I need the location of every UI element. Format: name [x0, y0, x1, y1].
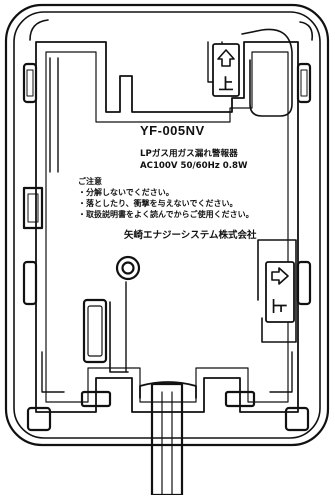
- housing-outer-outline: [4, 3, 330, 447]
- bottom-left-corner-block: [41, 351, 65, 393]
- cable-conductor-lines: [161, 391, 173, 496]
- top-left-notch: [29, 19, 49, 41]
- terminal-bracket: [109, 301, 129, 373]
- manufacturer-name: 矢崎エナジーシステム株式会社: [124, 229, 257, 241]
- housing-inner-outline: [13, 11, 321, 439]
- side-direction-label: 上: [270, 298, 288, 313]
- bottom-right-foot-2: [224, 390, 256, 408]
- side-direction-marker: 上: [265, 261, 295, 323]
- power-rating: AC100V 50/60Hz 0.8W: [140, 161, 248, 171]
- bottom-left-foot: [26, 406, 52, 432]
- right-lower-recess: [257, 239, 297, 343]
- cable-sheath: [150, 382, 184, 497]
- top-direction-label: 上: [218, 75, 233, 93]
- back-plate-outline: [35, 41, 299, 413]
- bottom-left-foot-2: [80, 390, 112, 408]
- top-right-notch: [299, 21, 314, 41]
- model-number: YF-005NV: [140, 123, 205, 138]
- product-label: YF-005NV LPガス用ガス漏れ警報器 AC100V 50/60Hz 0.8…: [78, 123, 257, 241]
- bottom-right-corner-block: [269, 351, 293, 393]
- cable-exit-housing: [139, 381, 197, 399]
- up-arrow-icon: [217, 49, 235, 67]
- right-upper-hook: [296, 62, 312, 104]
- left-lower-hook: [22, 260, 38, 306]
- mount-screw-outer: [115, 255, 141, 281]
- caution-heading: ご注意: [78, 176, 102, 186]
- left-side-slot-inner: [27, 193, 39, 223]
- right-arrow-icon: [271, 267, 289, 285]
- caution-line-2: ・落としたり、衝撃を与えないでください。: [78, 198, 237, 208]
- right-upper-hook-inner: [300, 69, 308, 97]
- caution-line-1: ・分解しないでください。: [78, 187, 174, 197]
- left-upper-hook: [22, 62, 38, 104]
- left-upper-hook-inner: [26, 69, 34, 97]
- top-right-slot: [241, 28, 293, 117]
- left-side-slot: [22, 186, 44, 230]
- right-lower-hook: [296, 260, 312, 306]
- product-name: LPガス用ガス漏れ警報器: [140, 147, 238, 159]
- mount-screw-inner: [121, 261, 135, 275]
- top-direction-marker: 上: [212, 43, 240, 97]
- terminal-block-inner: [87, 305, 103, 357]
- left-long-groove: [49, 57, 59, 173]
- back-plate-inner-line: [45, 51, 289, 403]
- bottom-right-foot: [284, 406, 310, 432]
- caution-line-3: ・取扱説明書をよく読んでからご使用ください。: [78, 209, 254, 219]
- terminal-block: [82, 298, 108, 364]
